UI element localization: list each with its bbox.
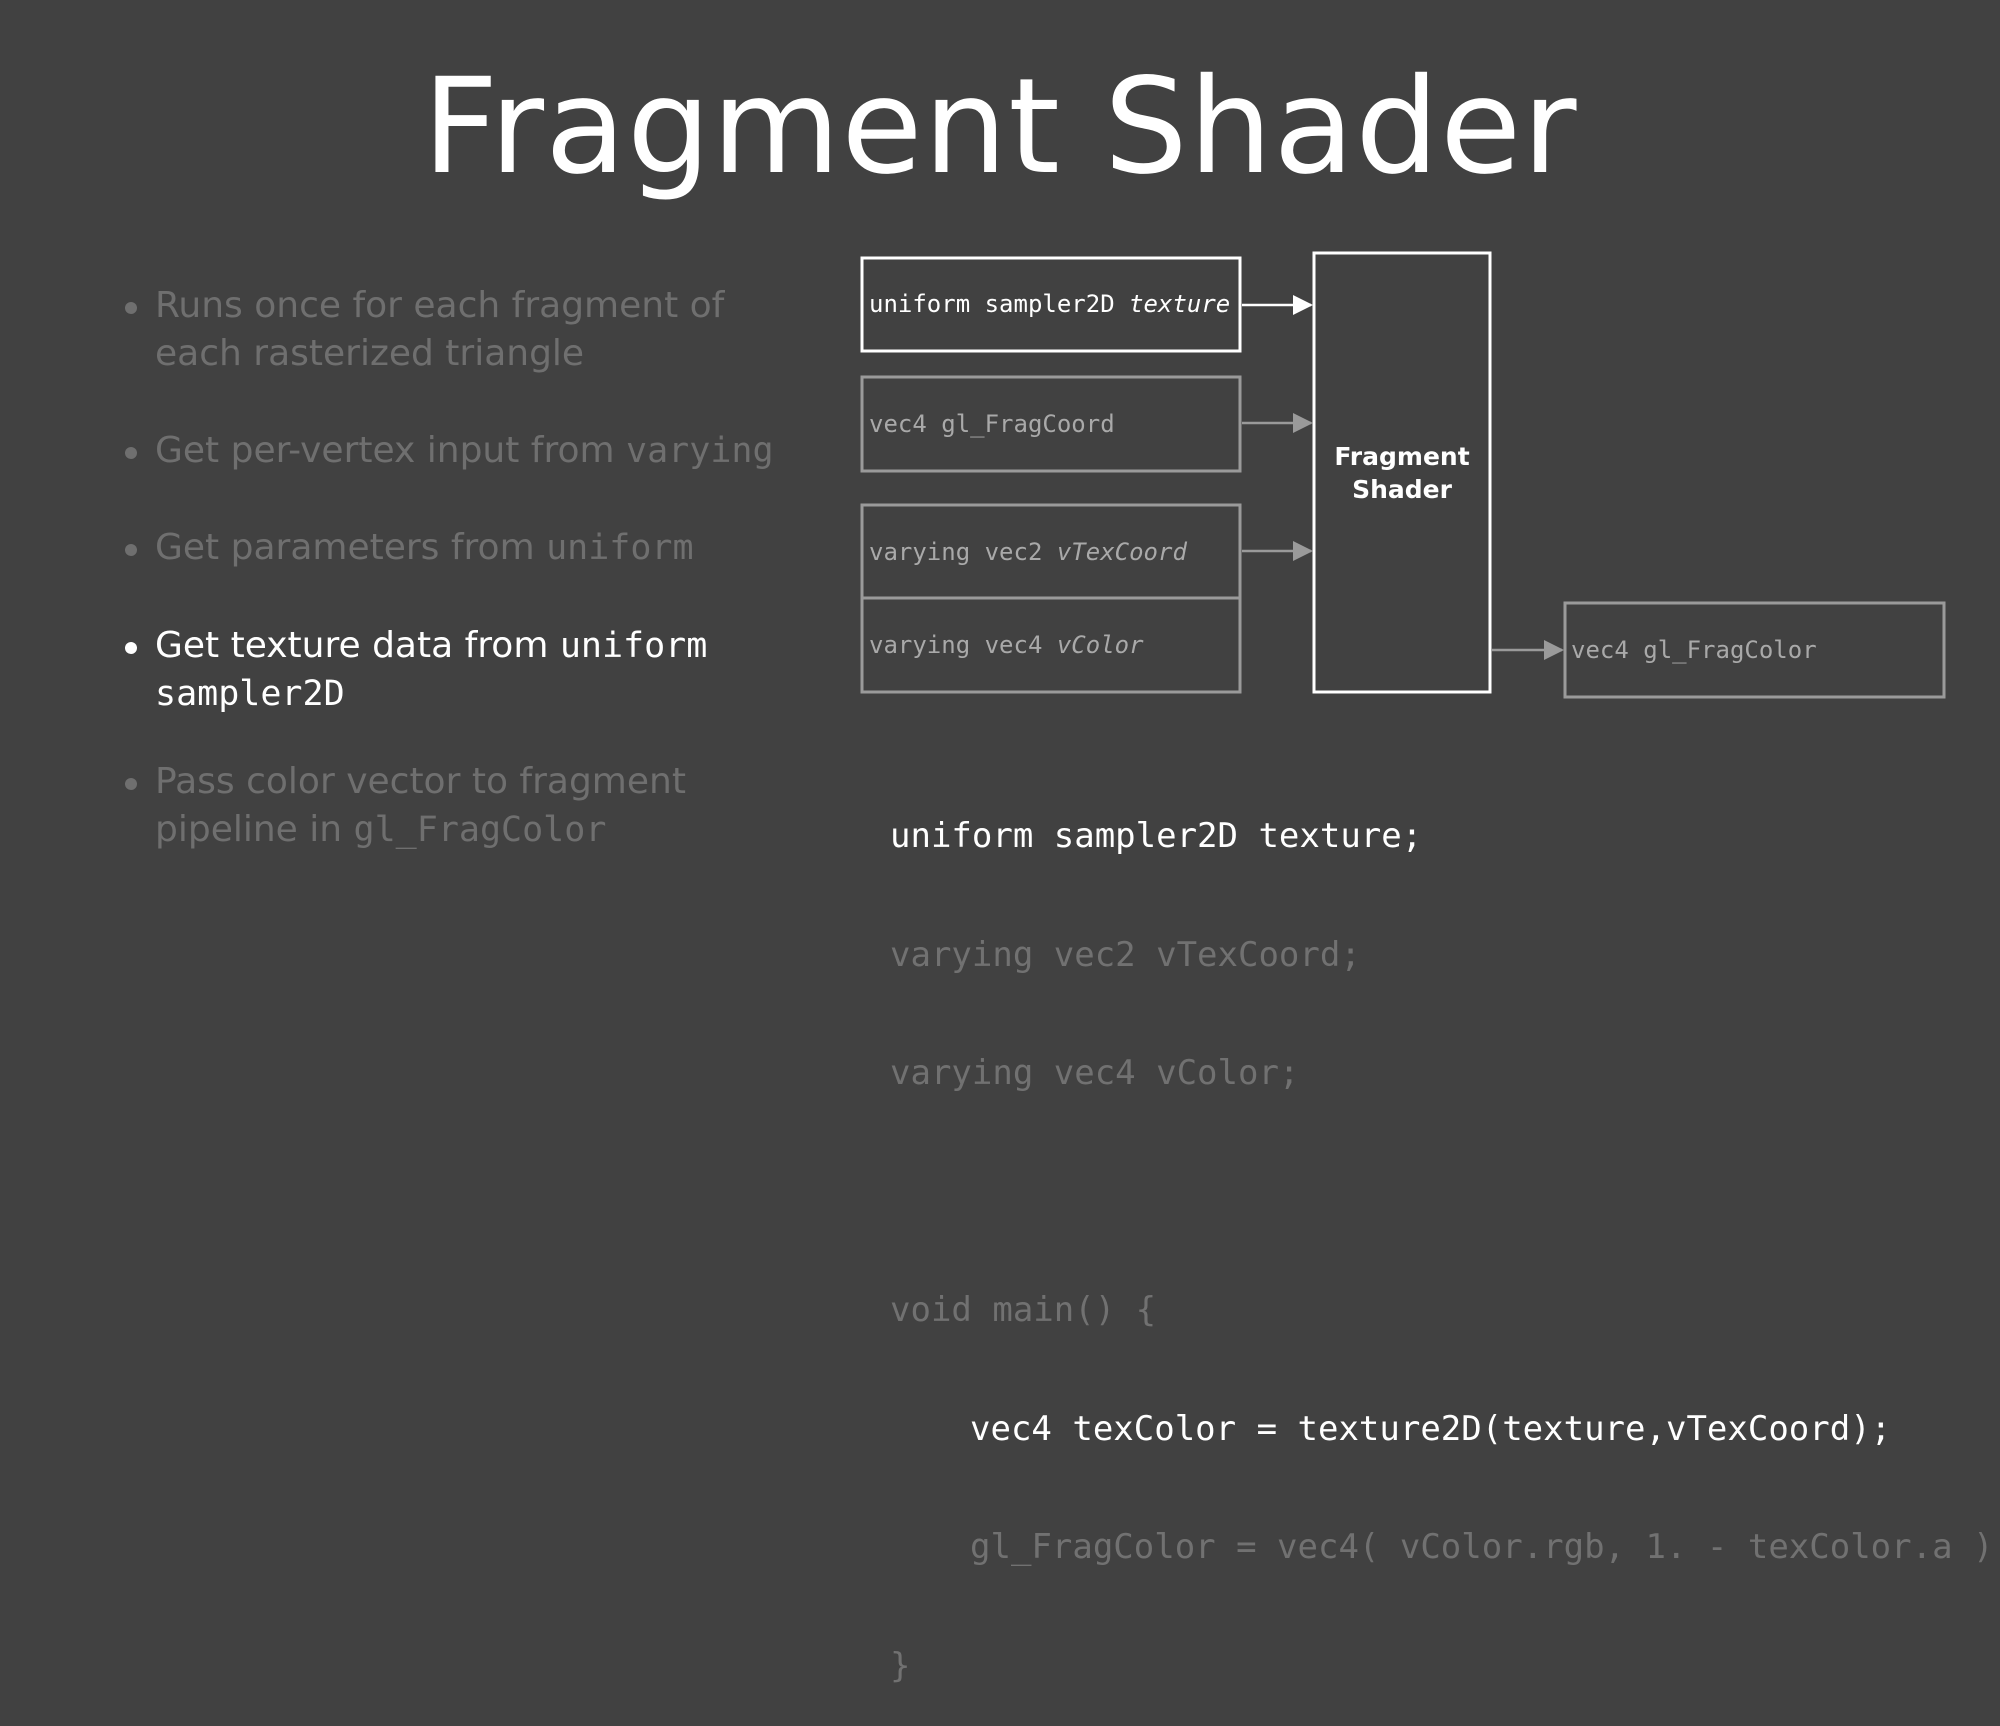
bullet-dot <box>125 302 137 314</box>
fragment-shader-label: Fragment Shader <box>1314 440 1490 506</box>
input-label-vtexcoord: varying vec2 vTexCoord <box>869 537 1187 567</box>
input-label-texture: uniform sampler2D texture <box>869 289 1230 319</box>
code-line-blank <box>890 1173 2000 1213</box>
bullet-text: Pass color vector to fragment pipeline i… <box>155 761 686 850</box>
bullet-pass-color: Pass color vector to fragment pipeline i… <box>125 758 795 854</box>
code-line: vec4 texColor = texture2D(texture,vTexCo… <box>970 1408 1892 1449</box>
input-label-fragcoord: vec4 gl_FragCoord <box>869 409 1115 439</box>
bullet-uniform: Get parameters from uniform <box>125 524 795 572</box>
code-line: void main() { <box>890 1290 1157 1330</box>
bullet-code: varying <box>626 431 774 471</box>
bullet-dot <box>125 447 137 459</box>
bullet-text: Runs once for each fragment of each rast… <box>155 285 725 374</box>
input-prefix: varying vec4 <box>869 631 1057 659</box>
bullet-text: Get per-vertex input from <box>155 430 627 471</box>
bullet-varying: Get per-vertex input from varying <box>125 427 795 475</box>
input-name: texture <box>1129 290 1231 318</box>
input-box-fragcoord <box>860 375 1242 473</box>
bullet-dot <box>125 778 137 790</box>
input-box-vcolor <box>860 596 1242 694</box>
output-box-fragcolor <box>1563 601 1946 699</box>
bullet-text: Get parameters from <box>155 527 547 568</box>
input-box-texture <box>860 256 1242 353</box>
shader-label-line1: Fragment <box>1334 442 1470 471</box>
code-line: varying vec4 vColor; <box>890 1053 1300 1093</box>
bullet-runs-once: Runs once for each fragment of each rast… <box>125 282 795 378</box>
bullet-text: Get texture data from <box>155 625 560 666</box>
code-line: varying vec2 vTexCoord; <box>890 934 1361 975</box>
bullet-texture-data: Get texture data from uniform sampler2D <box>125 622 715 718</box>
input-name: vColor <box>1056 631 1144 659</box>
code-line: uniform sampler2D texture; <box>890 816 1423 856</box>
input-prefix: varying vec2 <box>869 538 1057 566</box>
input-label-vcolor: varying vec4 vColor <box>869 630 1144 660</box>
code-block: uniform sampler2D texture; varying vec2 … <box>890 738 2000 1726</box>
bullet-dot <box>125 642 137 654</box>
code-line: } <box>890 1645 911 1686</box>
bullet-code: gl_FragColor <box>353 810 607 850</box>
bullet-dot <box>125 544 137 556</box>
code-line: gl_FragColor = vec4( vColor.rgb, 1. - te… <box>970 1527 2000 1567</box>
fragment-shader-box <box>1312 251 1492 694</box>
bullet-code: uniform <box>546 528 694 568</box>
output-label-fragcolor: vec4 gl_FragColor <box>1571 635 1817 665</box>
input-prefix: vec4 gl_FragCoord <box>869 410 1115 438</box>
shader-diagram <box>860 251 1946 699</box>
input-prefix: uniform sampler2D <box>869 290 1130 318</box>
slide-title: Fragment Shader <box>422 50 1578 204</box>
shader-label-line2: Shader <box>1352 475 1452 504</box>
bullet-code: uniform sampler2D <box>155 626 708 714</box>
output-text: vec4 gl_FragColor <box>1571 636 1817 664</box>
input-name: vTexCoord <box>1056 538 1187 566</box>
